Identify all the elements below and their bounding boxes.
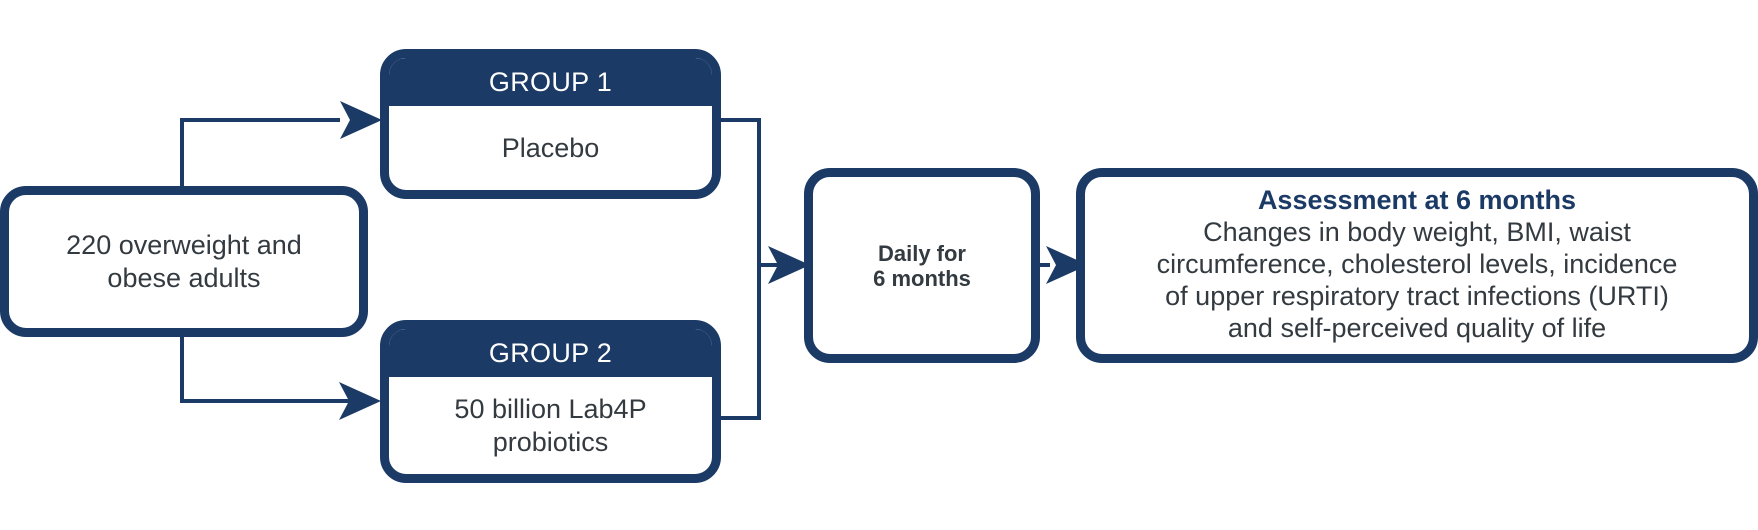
arrowhead-assessment <box>1046 246 1088 284</box>
arrowhead-group2 <box>339 382 381 420</box>
group1-body: Placebo <box>501 132 600 163</box>
arrowhead-group1 <box>340 101 382 139</box>
duration-box: Daily for 6 months <box>804 168 1040 363</box>
group2-body: 50 billion Lab4P probiotics <box>454 393 647 457</box>
connector-participants-group2 <box>180 336 356 403</box>
group2-box: GROUP 2 50 billion Lab4P probiotics <box>380 320 721 483</box>
connector-group1-merge <box>718 118 761 420</box>
group1-box: GROUP 1 Placebo <box>380 49 721 199</box>
assessment-title: Assessment at 6 months <box>1257 184 1577 215</box>
duration-text: Daily for 6 months <box>873 240 971 291</box>
group1-header: GROUP 1 <box>389 58 712 106</box>
participants-text: 220 overweight and obese adults <box>66 229 302 293</box>
assessment-box: Assessment at 6 months Changes in body w… <box>1076 168 1758 363</box>
assessment-body: Changes in body weight, BMI, waist circu… <box>1156 216 1678 343</box>
connector-participants-group1 <box>180 118 340 188</box>
participants-box: 220 overweight and obese adults <box>0 186 368 337</box>
arrowhead-daily <box>768 246 810 284</box>
group2-header: GROUP 2 <box>389 329 712 377</box>
